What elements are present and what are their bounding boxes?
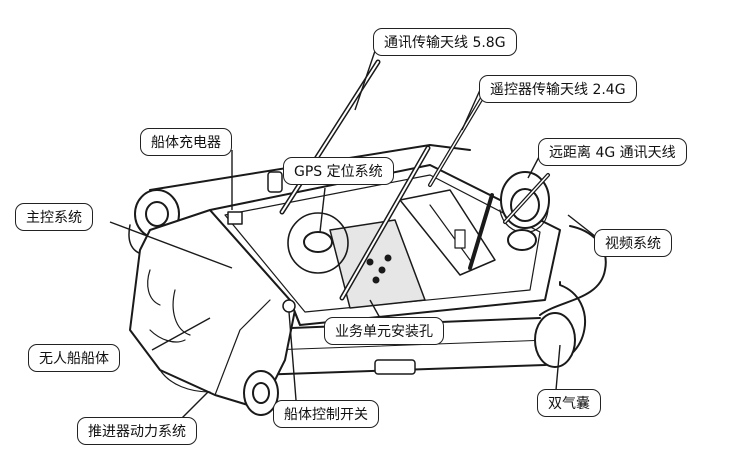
- label-main-control: 主控系统: [15, 203, 93, 231]
- leader-main-control: [109, 221, 233, 269]
- leader-hull: [151, 317, 211, 351]
- leader-gps: [319, 187, 326, 233]
- leader-switch: [288, 311, 297, 401]
- gps-receiver: [303, 231, 333, 253]
- control-switch: [282, 299, 296, 313]
- label-power-switch: 船体控制开关: [273, 400, 379, 428]
- label-airbag: 双气囊: [537, 389, 601, 417]
- label-video: 视频系统: [594, 229, 672, 257]
- label-hull: 无人船船体: [28, 344, 120, 372]
- leader-propulsion: [179, 391, 209, 421]
- leader-antenna-58: [354, 47, 377, 111]
- label-antenna-24g: 遥控器传输天线 2.4G: [479, 75, 637, 103]
- hull-body: [129, 209, 296, 416]
- leader-mount: [369, 299, 381, 319]
- label-charger: 船体充电器: [140, 128, 232, 156]
- leader-airbag: [555, 344, 561, 391]
- label-gps: GPS 定位系统: [283, 157, 394, 185]
- label-antenna-4g: 远距离 4G 通讯天线: [538, 138, 687, 166]
- mounting-plate: [329, 219, 426, 309]
- label-antenna-58g: 通讯传输天线 5.8G: [373, 28, 517, 56]
- equipment-box: [399, 189, 496, 276]
- charger-port: [227, 211, 243, 225]
- leader-antenna-24: [461, 89, 481, 131]
- label-mount-holes: 业务单元安装孔: [324, 317, 444, 345]
- label-propulsion: 推进器动力系统: [77, 417, 197, 445]
